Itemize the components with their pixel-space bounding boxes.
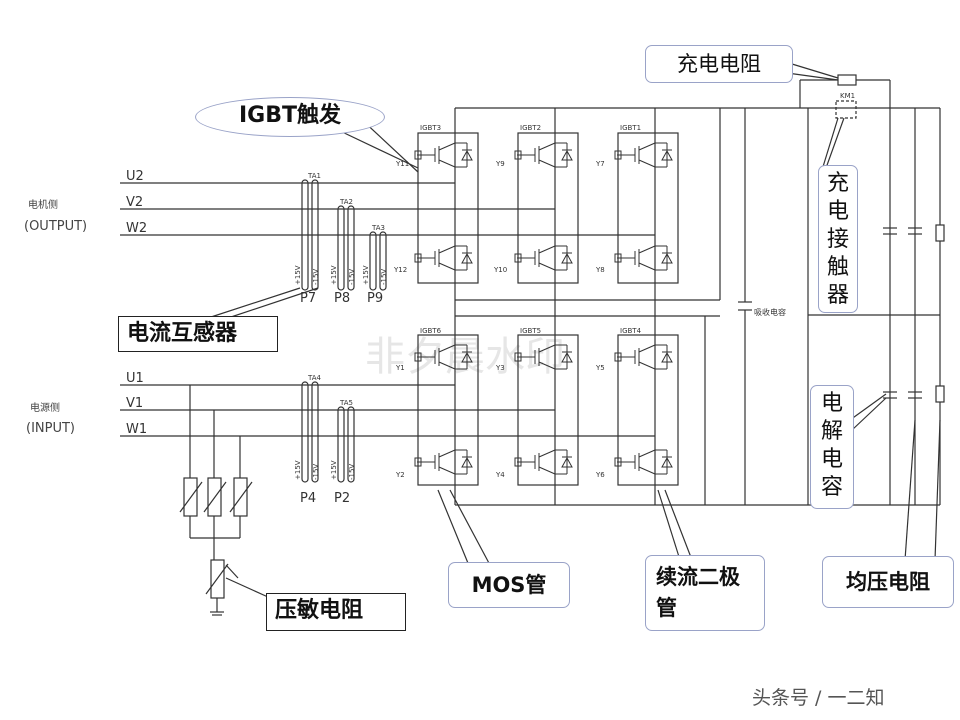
charge-resistor-label: 充电电阻	[677, 52, 761, 76]
voltage-label: -15V	[348, 269, 356, 285]
gate-label: Y2	[395, 471, 405, 479]
gate-label: Y8	[595, 266, 605, 274]
phase-label: U2	[126, 169, 144, 184]
plug-label: P8	[334, 291, 350, 306]
varistor-callout: 压敏电阻	[266, 593, 406, 631]
gate-label: Y6	[595, 471, 605, 479]
phase-label: W2	[126, 221, 147, 236]
igbt-switch-icon	[614, 245, 673, 271]
freewheel-diode-label: 续流二极管	[656, 565, 740, 620]
voltage-label: -15V	[312, 464, 320, 480]
ta-label: TA1	[307, 172, 321, 180]
gate-label: Y12	[393, 266, 407, 274]
voltage-label: +15V	[294, 460, 302, 480]
igbt-switch-icon	[514, 344, 573, 370]
phase-label: W1	[126, 422, 147, 437]
voltage-label: +15V	[330, 265, 338, 285]
electrolytic-cap-label: 电解电容	[821, 391, 844, 500]
motor-side-label: 电机侧	[28, 198, 58, 211]
charge-contactor-callout: 充电接触器	[818, 165, 858, 313]
voltage-label: -15V	[380, 269, 388, 285]
input-label: (INPUT)	[26, 421, 75, 436]
freewheel-diode-callout: 续流二极管	[645, 555, 765, 631]
phase-label: U1	[126, 371, 144, 386]
plug-label: P4	[300, 491, 316, 506]
source-side-label: 电源侧	[30, 401, 60, 414]
varistor-label: 压敏电阻	[275, 598, 364, 623]
phase-label: V1	[126, 396, 143, 411]
gate-label: Y11	[395, 160, 409, 168]
gate-label: Y10	[493, 266, 507, 274]
footer-credit: 头条号 / 一二知	[752, 687, 884, 709]
plug-label: P7	[300, 291, 316, 306]
igbt-switch-icon	[614, 449, 673, 475]
balance-resistor-callout: 均压电阻	[822, 556, 954, 608]
igbt-label: IGBT3	[420, 124, 441, 132]
voltage-label: -15V	[348, 464, 356, 480]
igbt-switch-icon	[414, 245, 473, 271]
electrolytic-cap-callout: 电解电容	[810, 385, 854, 509]
balance-resistor-label: 均压电阻	[846, 570, 930, 594]
charge-resistor-callout: 充电电阻	[645, 45, 793, 83]
voltage-label: -15V	[312, 269, 320, 285]
igbt-trigger-callout: IGBT触发	[195, 97, 385, 137]
igbt-switch-icon	[414, 344, 473, 370]
gate-label: Y5	[595, 364, 605, 372]
voltage-label: +15V	[362, 265, 370, 285]
igbt-switch-icon	[614, 344, 673, 370]
current-transformer-label: 电流互感器	[127, 321, 238, 346]
plug-label: P9	[367, 291, 383, 306]
igbt-switch-icon	[414, 449, 473, 475]
output-label: (OUTPUT)	[24, 219, 87, 234]
igbt-switch-icon	[514, 449, 573, 475]
igbt-symbols	[414, 142, 673, 475]
igbt-trigger-label: IGBT触发	[238, 103, 342, 128]
igbt-switch-icon	[614, 142, 673, 168]
gate-label: Y1	[395, 364, 405, 372]
ta-label: TA5	[339, 399, 353, 407]
igbt-label: IGBT1	[620, 124, 641, 132]
igbt-label: IGBT4	[620, 327, 642, 335]
snubber-cap-label: 吸收电容	[754, 307, 786, 317]
ta-label: TA2	[339, 198, 353, 206]
phase-label: V2	[126, 195, 143, 210]
mos-tube-label: MOS管	[471, 573, 547, 597]
voltage-label: +15V	[330, 460, 338, 480]
gate-label: Y9	[495, 160, 505, 168]
plug-label: P2	[334, 491, 350, 506]
mos-tube-callout: MOS管	[448, 562, 570, 608]
ta-label: TA4	[307, 374, 322, 382]
igbt-switch-icon	[414, 142, 473, 168]
gate-label: Y3	[495, 364, 505, 372]
current-transformer-callout: 电流互感器	[118, 316, 278, 352]
igbt-label: IGBT5	[520, 327, 541, 335]
igbt-switch-icon	[514, 245, 573, 271]
charge-contactor-label: 充电接触器	[827, 171, 850, 308]
igbt-label: IGBT6	[420, 327, 442, 335]
igbt-switch-icon	[514, 142, 573, 168]
gate-label: Y4	[495, 471, 505, 479]
igbt-label: IGBT2	[520, 124, 541, 132]
ta-label: TA3	[371, 224, 385, 232]
voltage-label: +15V	[294, 265, 302, 285]
contactor-tag: KM1	[840, 92, 855, 100]
gate-label: Y7	[595, 160, 605, 168]
